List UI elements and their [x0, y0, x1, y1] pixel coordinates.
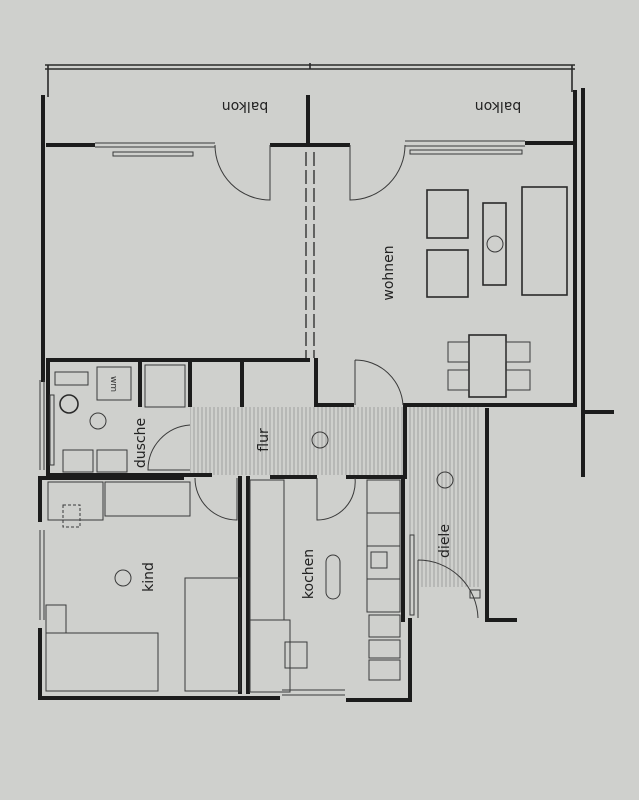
label-wohnen: wohnen: [381, 245, 397, 300]
label-diele: diele: [437, 524, 453, 558]
doors: [147, 144, 479, 619]
label-balkon-right: balkon: [475, 98, 521, 114]
label-balkon-left: balkon: [222, 98, 268, 114]
flur-floor: [190, 407, 405, 475]
diele-floor: [407, 407, 480, 587]
balcony: [45, 63, 575, 97]
furniture: [45, 186, 568, 693]
label-wm: wm: [108, 376, 118, 392]
label-kind: kind: [141, 562, 157, 592]
label-flur: flur: [256, 428, 272, 452]
walls: [38, 88, 614, 702]
label-kochen: kochen: [301, 549, 317, 599]
windows: [39, 140, 525, 696]
label-dusche: dusche: [133, 418, 149, 468]
dashed-divider: [305, 152, 315, 358]
